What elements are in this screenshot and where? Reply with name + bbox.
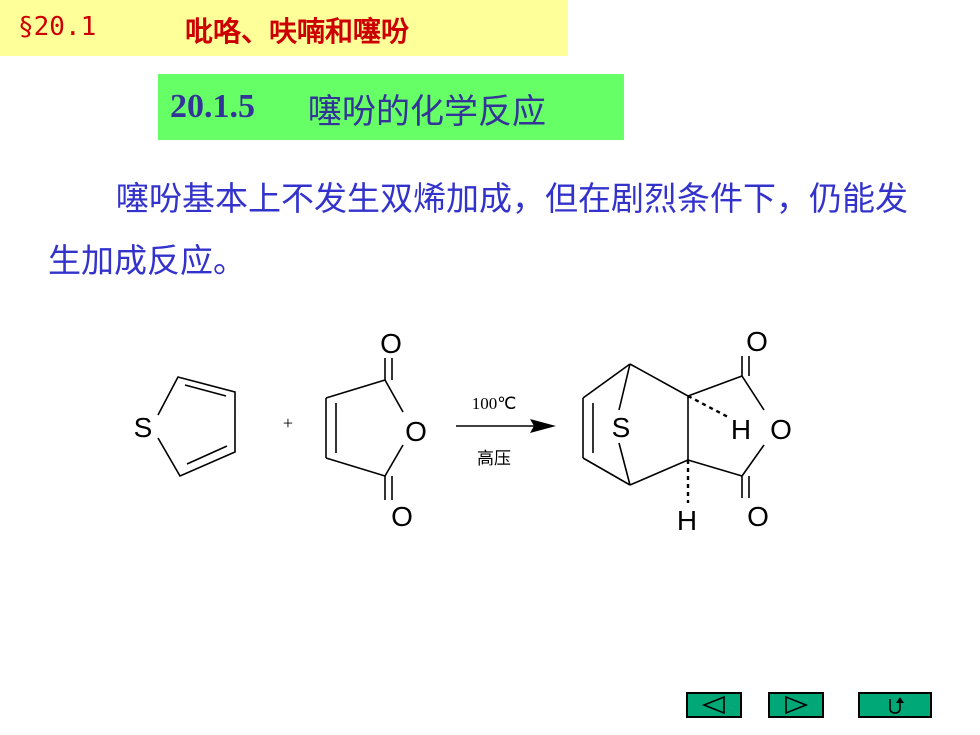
thiophene-s-label: S (134, 412, 153, 443)
reaction-arrow: 100℃ 高压 (456, 394, 556, 469)
section-title: 吡咯、呋喃和噻吩 (185, 15, 410, 48)
body-paragraph: 噻吩基本上不发生双烯加成，但在剧烈条件下，仍能发生加成反应。 (48, 179, 908, 280)
plus-sign: + (283, 413, 293, 433)
product-structure: S H O O O H (582, 326, 792, 536)
previous-slide-button[interactable] (686, 692, 742, 718)
maleic-anhydride-structure: O O O (325, 328, 427, 532)
product-o-top: O (746, 326, 768, 357)
subsection-header: 20.1.5 噻吩的化学反应 (158, 74, 624, 140)
right-triangle-icon (785, 695, 809, 715)
anhydride-o-top: O (380, 328, 402, 359)
product-o-bottom: O (747, 501, 769, 532)
condition-temperature: 100℃ (472, 394, 517, 413)
section-number: §20.1 (18, 12, 97, 42)
product-o-ring: O (770, 414, 792, 445)
section-header: §20.1 吡咯、呋喃和噻吩 (0, 0, 568, 56)
product-s-label: S (612, 412, 631, 443)
subsection-title: 噻吩的化学反应 (308, 92, 546, 132)
anhydride-o-ring: O (405, 416, 427, 447)
anhydride-o-bottom: O (391, 501, 413, 532)
subsection-number: 20.1.5 (170, 88, 255, 125)
left-triangle-icon (701, 695, 725, 715)
next-slide-button[interactable] (768, 692, 824, 718)
return-button[interactable] (858, 692, 932, 718)
condition-pressure: 高压 (477, 449, 511, 469)
return-arrow-icon (889, 697, 904, 714)
product-h-upper: H (731, 414, 751, 445)
thiophene-structure: S (134, 376, 236, 478)
reaction-scheme: S + O O O 100℃ 高压 (0, 300, 980, 560)
product-h-lower: H (677, 505, 697, 536)
